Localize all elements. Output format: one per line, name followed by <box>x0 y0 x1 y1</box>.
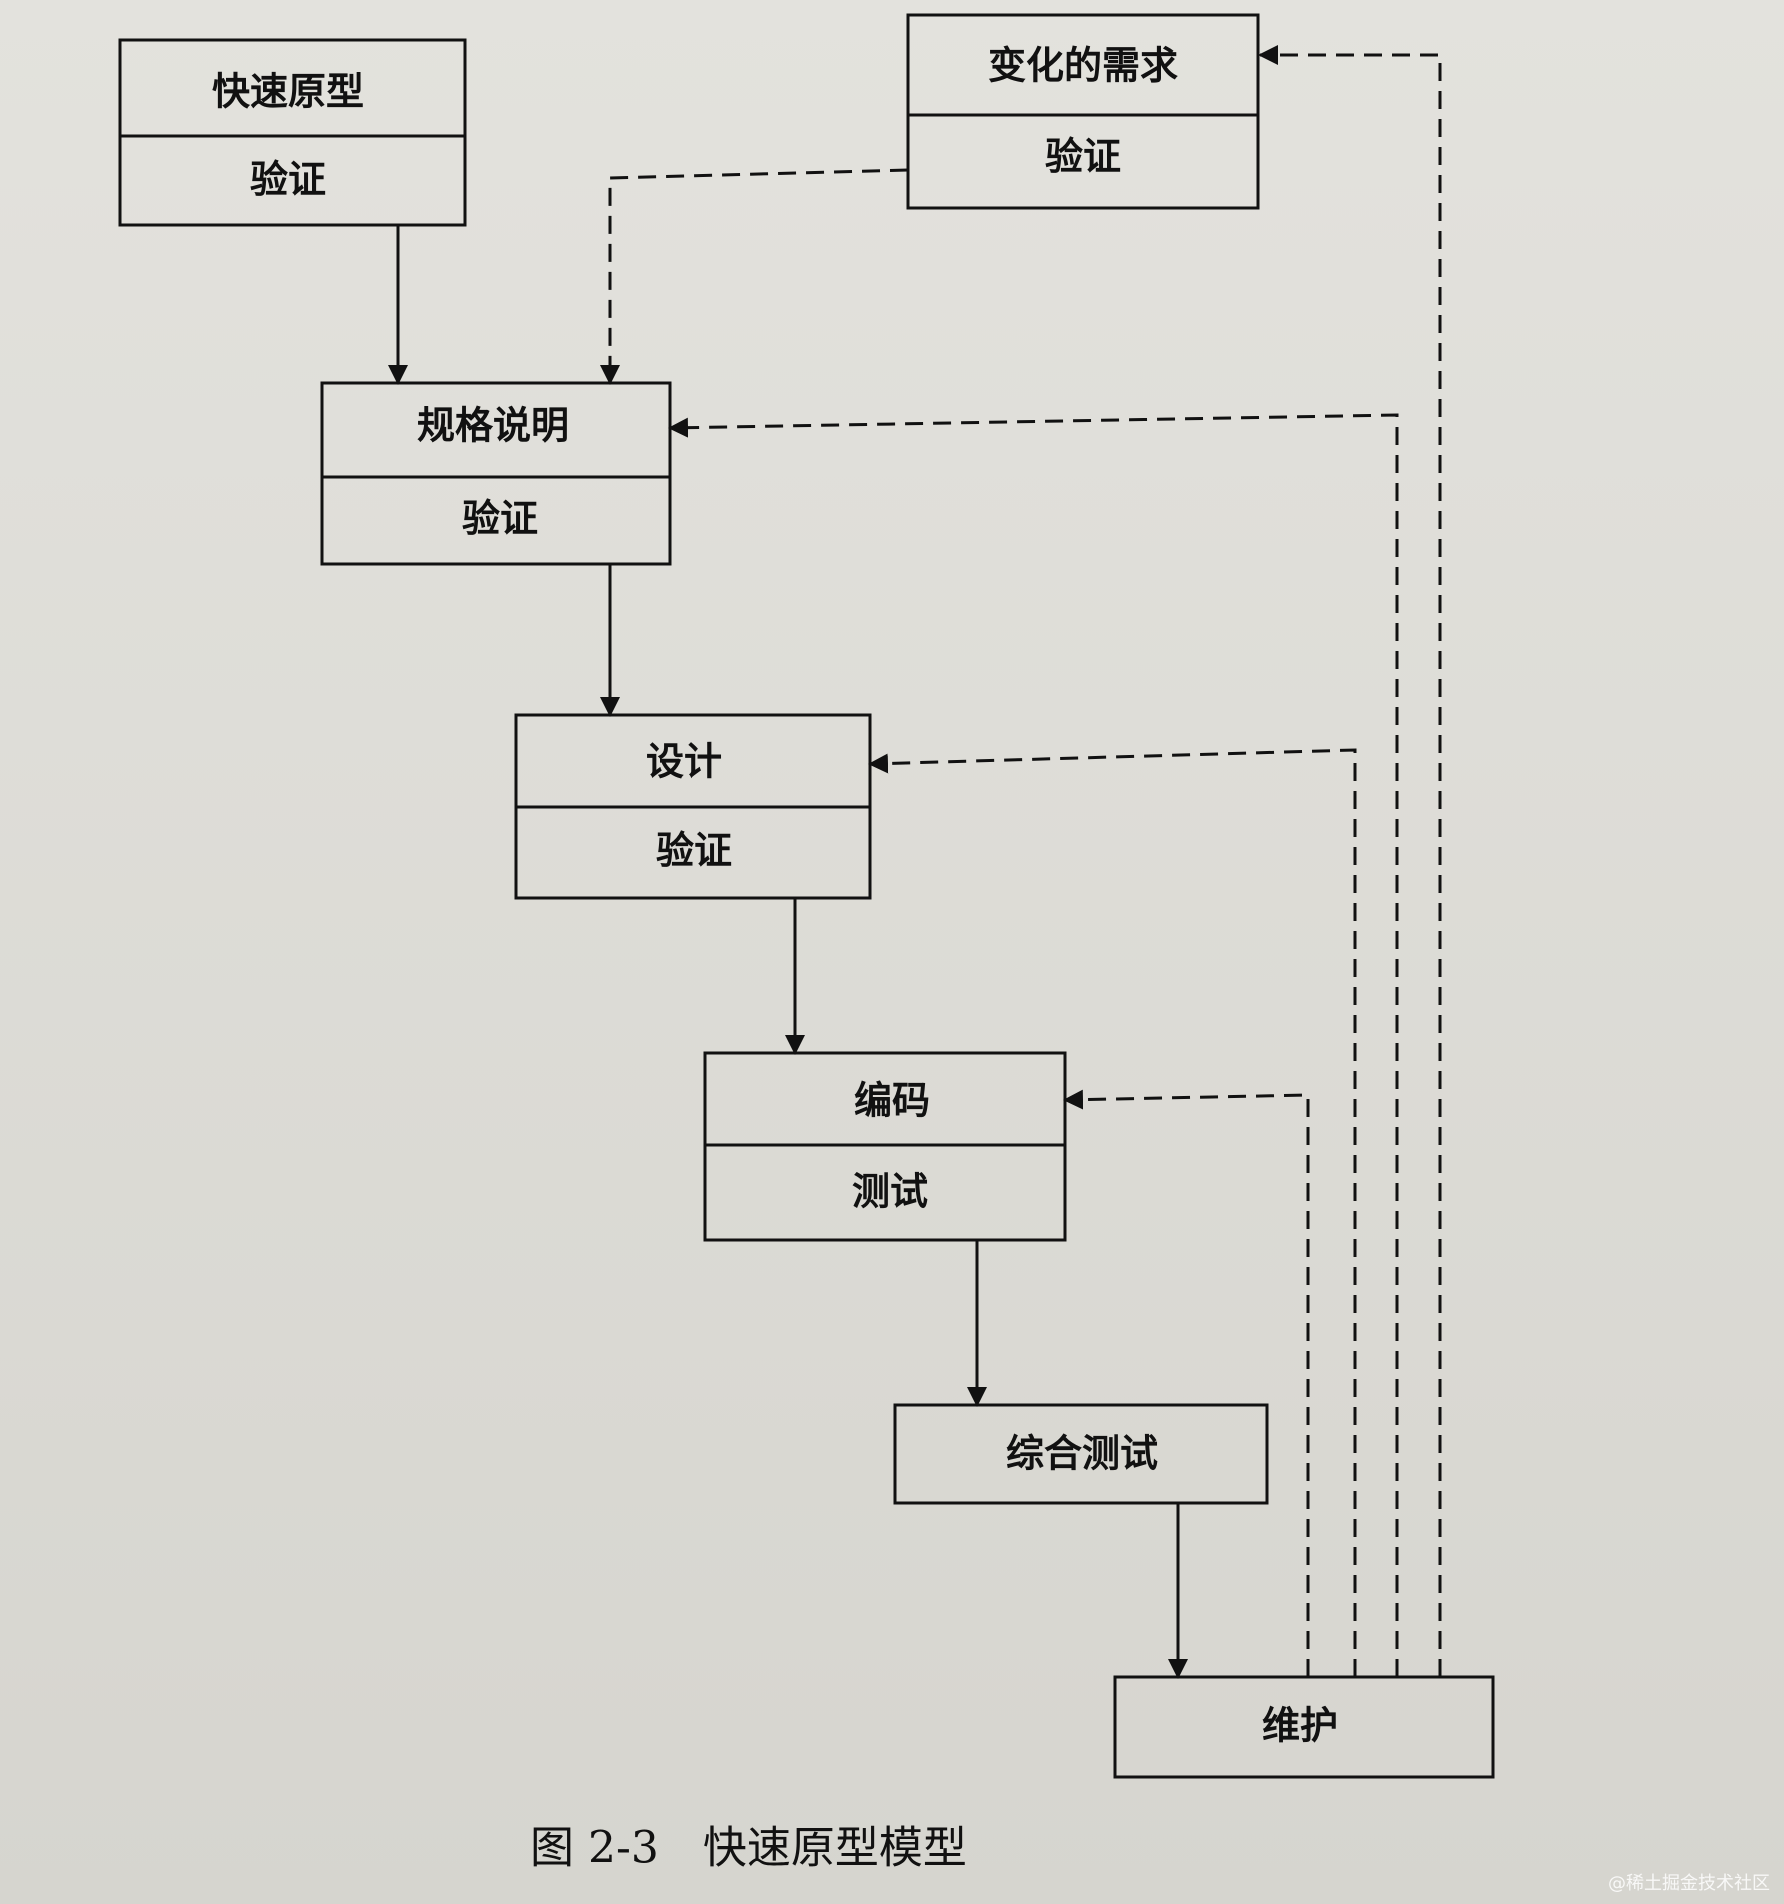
edge-changing-requirements-to-specification <box>600 168 909 385</box>
node-changing-requirements-title: 变化的需求 <box>988 44 1178 88</box>
node-rapid-prototype-title: 快速原型 <box>212 70 364 114</box>
node-design-title: 设计 <box>646 740 722 784</box>
dashed-feedback-arrows <box>600 45 1442 1677</box>
node-maintenance-box <box>1113 1675 1495 1779</box>
node-changing-requirements-box <box>906 13 1260 210</box>
node-specification-title: 规格说明 <box>417 404 569 448</box>
node-coding-subtitle: 测试 <box>852 1170 928 1214</box>
node-changing-requirements: 变化的需求 验证 <box>906 13 1260 210</box>
node-integration-testing-box <box>893 1403 1269 1505</box>
solid-flow-arrows <box>388 225 1188 1679</box>
node-rapid-prototype: 快速原型 验证 <box>118 38 467 227</box>
node-integration-testing-title: 综合测试 <box>1006 1432 1158 1476</box>
edge-maintenance-to-design <box>868 748 1357 1677</box>
edge-maintenance-to-specification <box>668 413 1399 1677</box>
node-maintenance: 维护 <box>1113 1675 1495 1779</box>
edge-maintenance-to-changing-requirements <box>1258 45 1442 1677</box>
edge-maintenance-to-coding <box>1063 1089 1310 1677</box>
node-design: 设计 验证 <box>514 713 872 900</box>
node-specification: 规格说明 验证 <box>320 381 672 566</box>
figure-caption: 图 2-3 快速原型模型 <box>530 1823 967 1874</box>
watermark: @稀土掘金技术社区 <box>1608 1873 1770 1894</box>
node-maintenance-title: 维护 <box>1262 1704 1338 1748</box>
node-coding-title: 编码 <box>854 1079 930 1123</box>
node-integration-testing: 综合测试 <box>893 1403 1269 1505</box>
node-rapid-prototype-subtitle: 验证 <box>250 158 326 202</box>
node-design-subtitle: 验证 <box>656 829 732 873</box>
node-coding: 编码 测试 <box>703 1051 1067 1242</box>
node-rapid-prototype-box <box>118 38 467 227</box>
node-specification-subtitle: 验证 <box>462 497 538 541</box>
node-specification-box <box>320 381 672 566</box>
node-changing-requirements-subtitle: 验证 <box>1045 135 1121 179</box>
